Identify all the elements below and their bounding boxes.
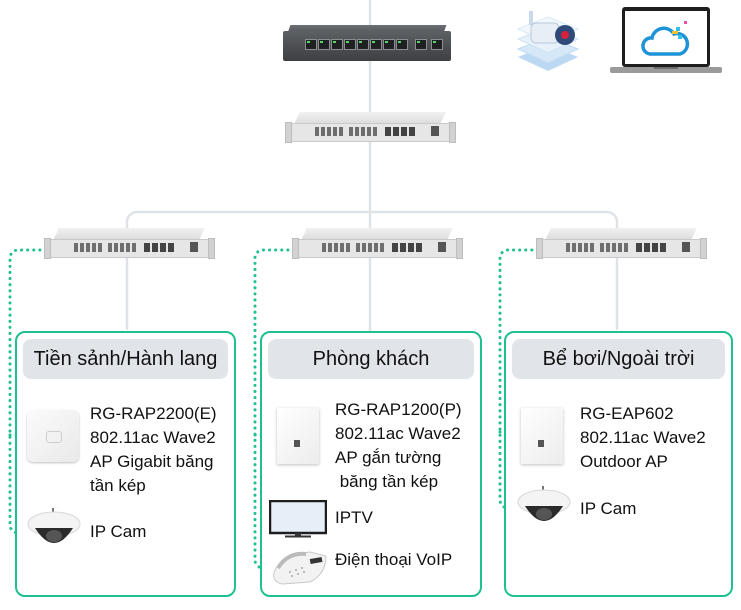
voip-phone-icon xyxy=(270,548,330,586)
zone-lobby: Tiền sảnh/Hành lang xyxy=(15,331,236,597)
access-switch-lobby xyxy=(44,228,215,264)
wall-ap-icon xyxy=(521,408,563,464)
poe-switch-icon xyxy=(283,25,451,65)
device-label-ap: RG-RAP1200(P) 802.11ac Wave2 AP gắn tườn… xyxy=(335,400,462,491)
wall-ap-icon xyxy=(277,408,319,464)
device-label-camera: IP Cam xyxy=(580,499,637,518)
ceiling-ap-icon xyxy=(27,410,79,462)
distribution-line xyxy=(125,210,619,330)
dome-camera-icon xyxy=(516,486,572,530)
zone-title: Phòng khách xyxy=(268,339,474,379)
access-switch-pool xyxy=(536,228,707,264)
zone-pool: Bể bơi/Ngoài trời xyxy=(504,331,733,597)
tv-icon xyxy=(268,499,328,538)
zone-title: Bể bơi/Ngoài trời xyxy=(512,339,725,379)
device-label-voip: Điện thoại VoIP xyxy=(335,550,453,569)
access-switch-lounge xyxy=(292,228,463,264)
laptop-cloud-icon xyxy=(608,5,724,77)
device-label-iptv: IPTV xyxy=(335,508,373,527)
link-pool-switch xyxy=(498,248,540,510)
device-label-ap: RG-RAP2200(E) 802.11ac Wave2 AP Gigabit … xyxy=(90,404,217,495)
dome-camera-icon xyxy=(26,508,82,552)
camera-stack-icon xyxy=(513,5,583,75)
device-label-camera: IP Cam xyxy=(90,522,147,541)
aggregation-switch xyxy=(285,112,456,148)
device-label-ap: RG-EAP602 802.11ac Wave2 Outdoor AP xyxy=(580,404,706,471)
link-lounge-switch xyxy=(253,248,296,570)
zone-title: Tiền sảnh/Hành lang xyxy=(23,339,228,379)
